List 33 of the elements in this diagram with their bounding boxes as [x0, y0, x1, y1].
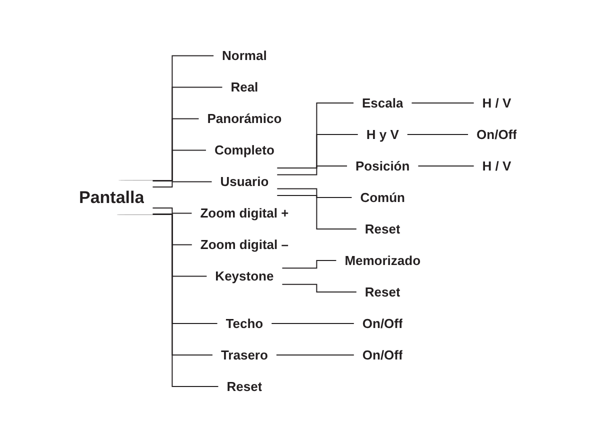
node-text: Memorizado	[344, 253, 421, 268]
node-text: On/Off	[476, 127, 517, 142]
node-text: Real	[230, 80, 258, 95]
node-text: H / V	[482, 96, 512, 111]
node-text: Normal	[222, 48, 267, 64]
node-text: Escala	[362, 96, 404, 111]
node-text: Reset	[226, 379, 262, 394]
connector	[152, 208, 193, 214]
node-text: H / V	[482, 158, 512, 174]
node-text: Techo	[226, 316, 264, 332]
node-text: Reset	[364, 284, 400, 300]
connector	[276, 166, 348, 176]
connector	[276, 188, 353, 198]
node-text: Panorámico	[207, 111, 282, 126]
node-text: Zoom digital +	[200, 206, 289, 221]
node-text: Trasero	[220, 348, 268, 363]
connector	[281, 260, 338, 269]
connector	[270, 323, 355, 324]
node-text: Completo	[214, 142, 274, 158]
connector	[410, 102, 475, 104]
node-text: On/Off	[362, 348, 403, 363]
connector	[417, 166, 475, 167]
connector	[406, 134, 470, 136]
node-text: H y V	[366, 127, 399, 142]
node-text: On/Off	[362, 316, 403, 332]
connector	[281, 284, 358, 293]
connector	[275, 354, 355, 356]
node-text: Zoom digital –	[200, 237, 289, 252]
node-text: Reset	[364, 222, 400, 237]
node-text: Keystone	[215, 268, 274, 284]
node-text: Común	[360, 190, 406, 206]
connector	[152, 182, 213, 188]
node-text: Posición	[356, 158, 410, 174]
